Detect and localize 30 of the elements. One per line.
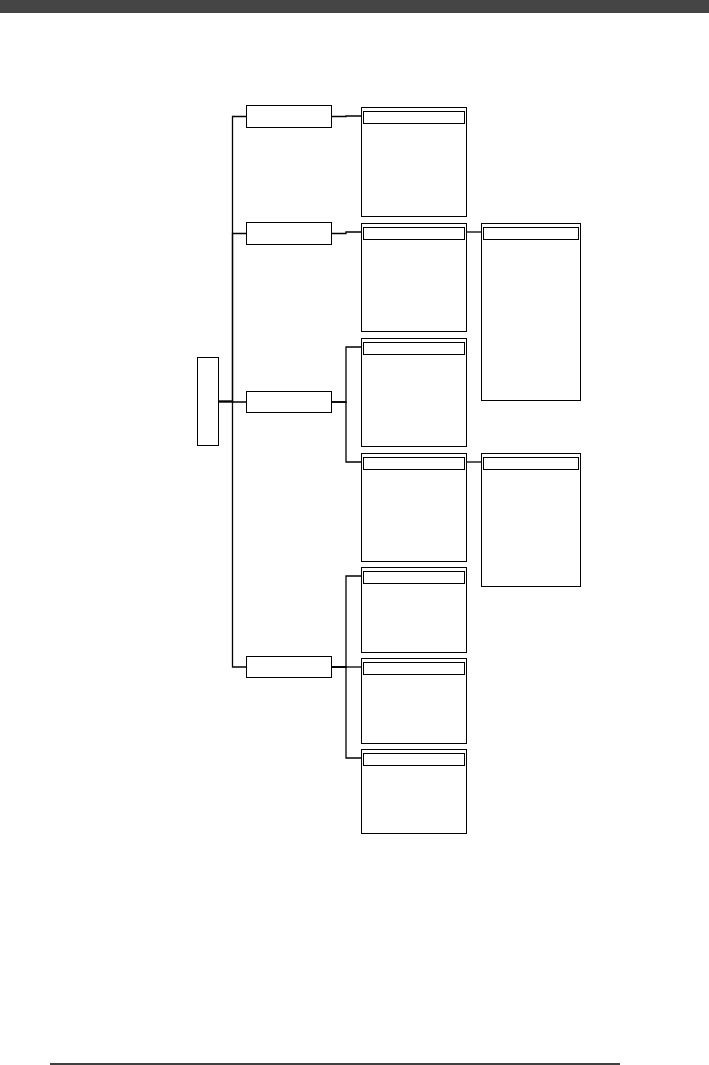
- panel-box: [361, 453, 467, 562]
- process-box: [197, 357, 219, 446]
- panel-box: [361, 658, 467, 744]
- process-box: [246, 222, 332, 245]
- process-box: [246, 105, 332, 128]
- panel-header-box: [362, 226, 465, 240]
- panel-box: [361, 749, 467, 834]
- panel-header-box: [362, 341, 465, 355]
- panel-header-box: [362, 456, 465, 470]
- connector-line: [331, 115, 362, 118]
- panel-header-box: [362, 661, 465, 675]
- connector-line: [331, 401, 362, 463]
- panel-header-box: [482, 456, 579, 470]
- panel-header-box: [362, 110, 465, 124]
- panel-header-box: [362, 752, 465, 766]
- process-box: [246, 656, 332, 678]
- panel-box: [481, 453, 581, 587]
- connector-line: [331, 666, 362, 759]
- panel-header-box: [482, 226, 579, 240]
- panel-box: [361, 107, 467, 217]
- panel-box: [361, 338, 467, 447]
- panel-header-box: [362, 570, 465, 584]
- panel-box: [481, 223, 581, 401]
- panel-box: [361, 223, 467, 332]
- process-box: [246, 391, 332, 413]
- connector-line: [466, 231, 482, 233]
- connector-line: [218, 400, 247, 668]
- connector-line: [466, 461, 482, 463]
- panel-box: [361, 567, 467, 653]
- connector-line: [331, 231, 362, 235]
